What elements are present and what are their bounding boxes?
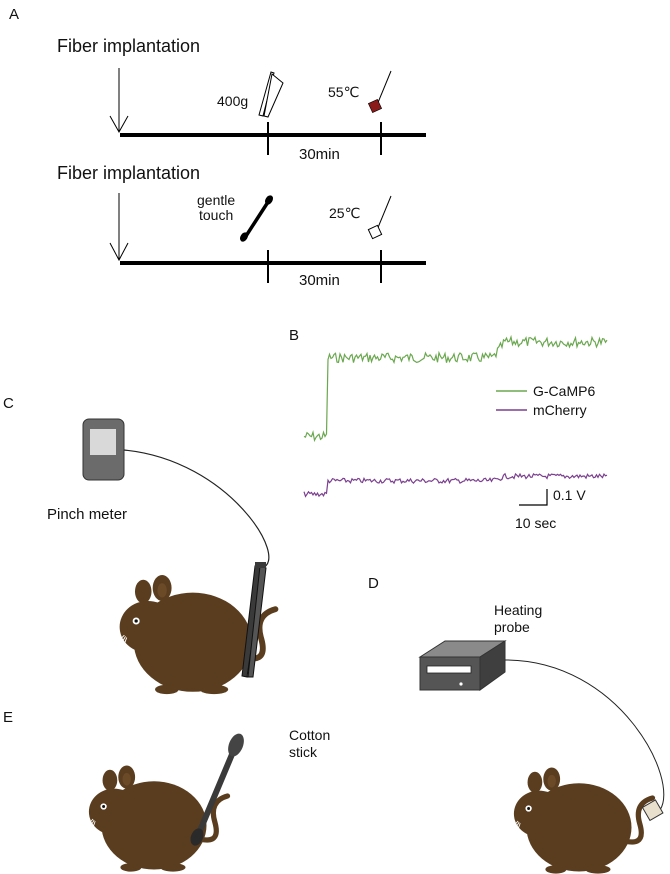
arrow-down-icon: [109, 115, 129, 134]
timeline-pain: [109, 68, 426, 155]
cotton-swab-icon: [190, 733, 244, 846]
panel-label-d: D: [368, 575, 379, 592]
scale-bar-y-label: 0.1 V: [553, 487, 586, 503]
panel-label-b: B: [289, 327, 300, 344]
legend-label-gcamp6: G-CaMP6: [533, 383, 596, 399]
timeline-title: Fiber implantation: [57, 36, 201, 56]
heat-temp-label: 55℃: [328, 84, 360, 100]
tweezers-icon: [258, 71, 284, 118]
timeline-title: Fiber implantation: [57, 163, 201, 183]
tweezers-icon: [241, 562, 267, 678]
series-line-gcamp6: [303, 334, 608, 443]
cotton-stick-label: stick: [289, 744, 317, 760]
heat-probe-icon: [641, 799, 664, 822]
pinch-meter-label: Pinch meter: [47, 506, 128, 523]
arrow-down-icon: [109, 242, 129, 262]
heat-probe-icon: [367, 195, 392, 240]
pinch-meter-cable: [123, 449, 270, 569]
heater-cable: [504, 659, 665, 811]
touch-label: touch: [199, 207, 234, 223]
cotton-stick-label: Cotton: [289, 727, 331, 743]
duration-label: 30min: [299, 272, 340, 289]
timeline-control: [109, 193, 426, 283]
pinch-meter-icon: [82, 418, 125, 481]
panel-label-c: C: [3, 395, 14, 412]
panel-label-e: E: [3, 709, 14, 726]
heat-probe-icon: [367, 70, 392, 114]
fiber-photometry-chart: [303, 334, 608, 506]
duration-label: 30min: [299, 146, 340, 163]
heating-probe-label: probe: [494, 619, 530, 635]
temp-label: 25℃: [329, 205, 361, 221]
mouse-icon: [510, 768, 653, 874]
pinch-force-label: 400g: [217, 93, 249, 109]
series-line-mcherry: [303, 472, 608, 498]
heater-box-icon: [418, 640, 507, 691]
legend-label-mcherry: mCherry: [533, 402, 587, 418]
scale-bar-x-label: 10 sec: [515, 515, 557, 531]
cotton-swab-icon: [239, 195, 274, 242]
heating-probe-label: Heating: [494, 602, 543, 618]
touch-label: gentle: [197, 192, 236, 208]
panel-label-a: A: [9, 6, 20, 23]
scale-bar: [519, 489, 548, 506]
